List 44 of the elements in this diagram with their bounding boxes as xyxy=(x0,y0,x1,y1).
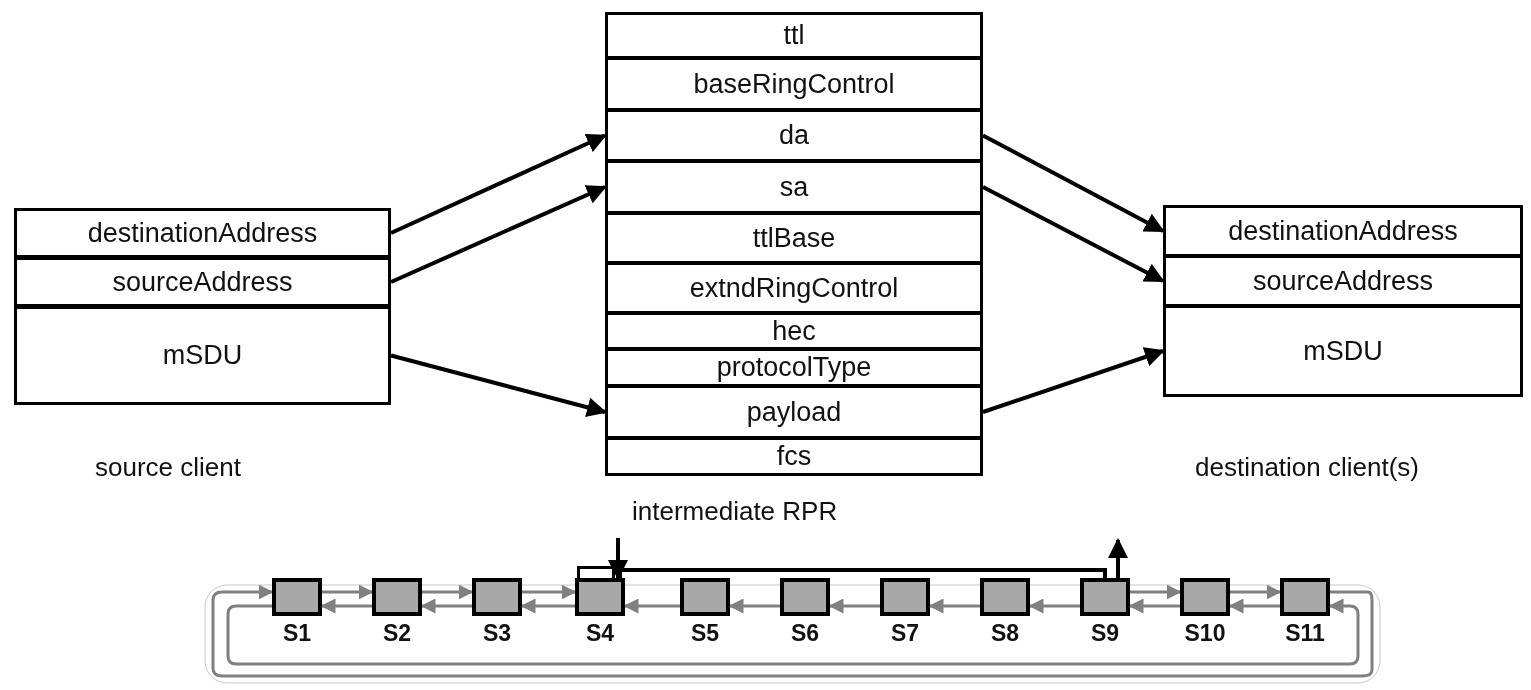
arrow xyxy=(982,347,1165,414)
caption-text: source client xyxy=(95,452,241,483)
arrow xyxy=(390,185,607,284)
arrow xyxy=(982,185,1165,283)
frame-field: mSDU xyxy=(1163,305,1523,397)
station-label: S10 xyxy=(1183,620,1227,647)
frame-field: extndRingControl xyxy=(605,262,983,314)
ring-link-arrow xyxy=(322,584,374,600)
arrow xyxy=(608,538,628,580)
station-label: S11 xyxy=(1284,620,1326,647)
frame-field: ttlBase xyxy=(605,212,983,264)
frame-field: sa xyxy=(605,160,983,214)
station-label: S7 xyxy=(889,620,921,647)
frame-field: protocolType xyxy=(605,348,983,387)
caption-text: destination client(s) xyxy=(1195,452,1419,483)
station-label: S4 xyxy=(584,620,616,647)
station-label: S6 xyxy=(789,620,821,647)
arrow xyxy=(1108,538,1128,578)
frame-field: hec xyxy=(605,312,983,350)
frame-field: sourceAddress xyxy=(1163,255,1523,307)
station-label: S1 xyxy=(281,620,313,647)
arrow xyxy=(982,133,1165,233)
arrow xyxy=(390,353,607,418)
ring-link-arrow xyxy=(522,584,577,600)
frame-field: baseRingControl xyxy=(605,57,983,111)
frame-field: ttl xyxy=(605,12,983,59)
caption-text: intermediate RPR xyxy=(632,496,838,527)
frame-field: fcs xyxy=(605,437,983,476)
ring-link-arrow xyxy=(422,584,474,600)
frame-field: mSDU xyxy=(14,306,391,405)
frame-field: sourceAddress xyxy=(14,257,391,307)
frame-field: payload xyxy=(605,385,983,439)
station-label: S5 xyxy=(689,620,721,647)
ring-link-arrow xyxy=(1230,584,1282,600)
station-label: S9 xyxy=(1089,620,1121,647)
frame-field: da xyxy=(605,109,983,162)
station-label: S3 xyxy=(481,620,513,647)
arrow xyxy=(390,133,607,235)
station-label: S2 xyxy=(381,620,413,647)
ring-link-arrow xyxy=(226,598,1360,666)
station-label: S8 xyxy=(989,620,1021,647)
frame-field: destinationAddress xyxy=(14,208,391,258)
frame-field: destinationAddress xyxy=(1163,205,1523,257)
ring-link-arrow xyxy=(1130,584,1182,600)
